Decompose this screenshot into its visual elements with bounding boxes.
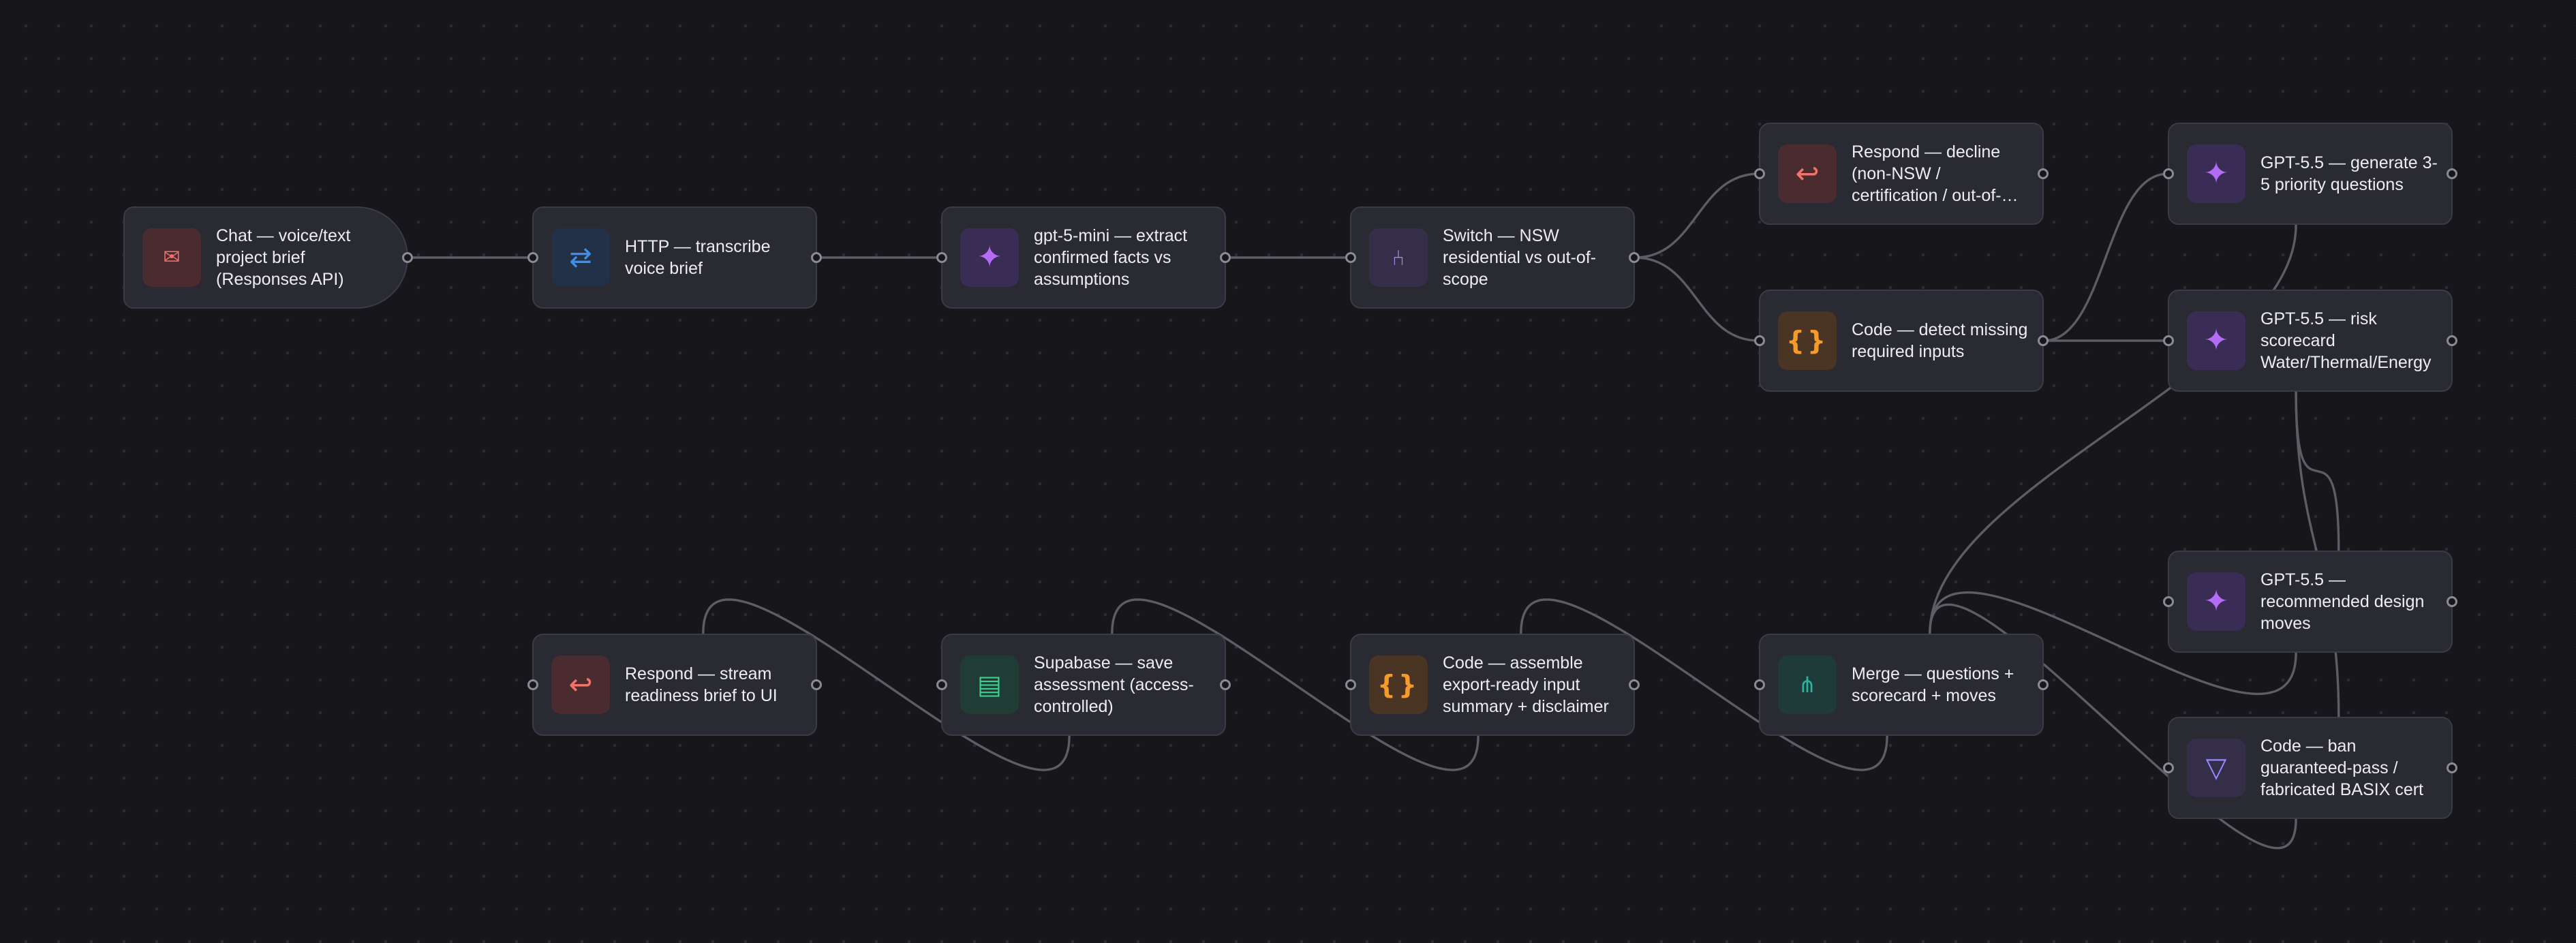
node-code-assemble-summary[interactable]: {} Code — assemble export-ready input su…	[1345, 634, 1640, 736]
node-http-transcribe[interactable]: ⇄ HTTP — transcribe voice brief	[527, 206, 822, 309]
node-label: Switch — NSW residential vs out-of-scope	[1443, 226, 1597, 289]
connection-switch-to-decline[interactable]	[1634, 172, 1760, 259]
output-port[interactable]	[2038, 679, 2049, 690]
node-label: Code — ban guaranteed-pass / fabricated …	[2260, 737, 2424, 799]
input-port[interactable]	[1345, 252, 1356, 263]
input-port[interactable]	[527, 252, 538, 263]
return-arrow-icon: ↩	[551, 655, 610, 714]
node-respond-stream[interactable]: ↩ Respond — stream readiness brief to UI	[527, 634, 822, 736]
curly-braces-icon: {}	[1778, 311, 1837, 370]
node-code-detect-missing[interactable]: {} Code — detect missing required inputs	[1754, 290, 2049, 392]
input-port[interactable]	[936, 679, 947, 690]
node-label: gpt-5-mini — extract confirmed facts vs …	[1034, 226, 1188, 289]
node-label: Merge — questions + scorecard + moves	[1852, 664, 2014, 705]
arrows-exchange-icon: ⇄	[551, 228, 610, 287]
input-port[interactable]	[1754, 168, 1765, 179]
node-label: GPT-5.5 — risk scorecard Water/Thermal/E…	[2260, 309, 2432, 372]
node-ai-design-moves[interactable]: ✦ GPT-5.5 — recommended design moves	[2163, 551, 2457, 653]
node-chat-trigger[interactable]: ✉ Chat — voice/text project brief (Respo…	[123, 206, 413, 309]
input-port[interactable]	[2163, 168, 2174, 179]
input-port[interactable]	[936, 252, 947, 263]
node-merge[interactable]: ⋔ Merge — questions + scorecard + moves	[1754, 634, 2049, 736]
output-port[interactable]	[2447, 168, 2457, 179]
envelope-icon: ✉	[142, 228, 201, 287]
node-label: HTTP — transcribe voice brief	[625, 237, 771, 278]
sparkle-icon: ✦	[960, 228, 1019, 287]
node-label: Chat — voice/text project brief (Respons…	[216, 226, 351, 289]
input-port[interactable]	[1754, 679, 1765, 690]
output-port[interactable]	[2038, 168, 2049, 179]
node-extract-facts[interactable]: ✦ gpt-5-mini — extract confirmed facts v…	[936, 206, 1231, 309]
output-port[interactable]	[1220, 679, 1231, 690]
node-switch-scope[interactable]: ⑃ Switch — NSW residential vs out-of-sco…	[1345, 206, 1640, 309]
input-port[interactable]	[527, 679, 538, 690]
output-port[interactable]	[2447, 762, 2457, 773]
output-port[interactable]	[2447, 335, 2457, 346]
output-port[interactable]	[2038, 335, 2049, 346]
output-port[interactable]	[2447, 596, 2457, 607]
merge-icon: ⋔	[1778, 655, 1837, 714]
node-label: Code — detect missing required inputs	[1852, 320, 2028, 361]
input-port[interactable]	[1345, 679, 1356, 690]
node-supabase-save[interactable]: ▤ Supabase — save assessment (access-con…	[936, 634, 1231, 736]
curly-braces-icon: {}	[1369, 655, 1428, 714]
node-label: Supabase — save assessment (access-contr…	[1034, 653, 1194, 716]
connection-switch-to-detect[interactable]	[1634, 256, 1760, 342]
input-port[interactable]	[1754, 335, 1765, 346]
node-label: Respond — decline (non-NSW / certificati…	[1852, 142, 2002, 205]
node-ai-priority-questions[interactable]: ✦ GPT-5.5 — generate 3-5 priority questi…	[2163, 123, 2457, 225]
node-respond-decline[interactable]: ↩ Respond — decline (non-NSW / certifica…	[1754, 123, 2049, 225]
output-port[interactable]	[1220, 252, 1231, 263]
node-ai-risk-scorecard[interactable]: ✦ GPT-5.5 — risk scorecard Water/Thermal…	[2163, 290, 2457, 392]
node-label: Respond — stream readiness brief to UI	[625, 664, 778, 705]
output-port[interactable]	[811, 679, 822, 690]
return-arrow-icon: ↩	[1778, 144, 1837, 203]
node-label: GPT-5.5 — recommended design moves	[2260, 570, 2425, 633]
sparkle-icon: ✦	[2187, 572, 2245, 631]
connection-scorecard-to-moves[interactable]	[2295, 391, 2340, 551]
node-label: GPT-5.5 — generate 3-5 priority question…	[2260, 153, 2438, 194]
sparkle-icon: ✦	[2187, 144, 2245, 203]
output-port[interactable]	[1629, 252, 1640, 263]
input-port[interactable]	[2163, 762, 2174, 773]
output-port[interactable]	[811, 252, 822, 263]
input-port[interactable]	[2163, 596, 2174, 607]
branch-switch-icon: ⑃	[1369, 228, 1428, 287]
database-table-icon: ▤	[960, 655, 1019, 714]
connection-detect-to-questions[interactable]	[2043, 172, 2168, 342]
output-port[interactable]	[1629, 679, 1640, 690]
node-label: Code — assemble export-ready input summa…	[1443, 653, 1609, 716]
triangle-down-icon: ▽	[2187, 739, 2245, 797]
input-port[interactable]	[2163, 335, 2174, 346]
node-code-ban-guarantees[interactable]: ▽ Code — ban guaranteed-pass / fabricate…	[2163, 717, 2457, 819]
output-port[interactable]	[402, 252, 413, 263]
sparkle-icon: ✦	[2187, 311, 2245, 370]
